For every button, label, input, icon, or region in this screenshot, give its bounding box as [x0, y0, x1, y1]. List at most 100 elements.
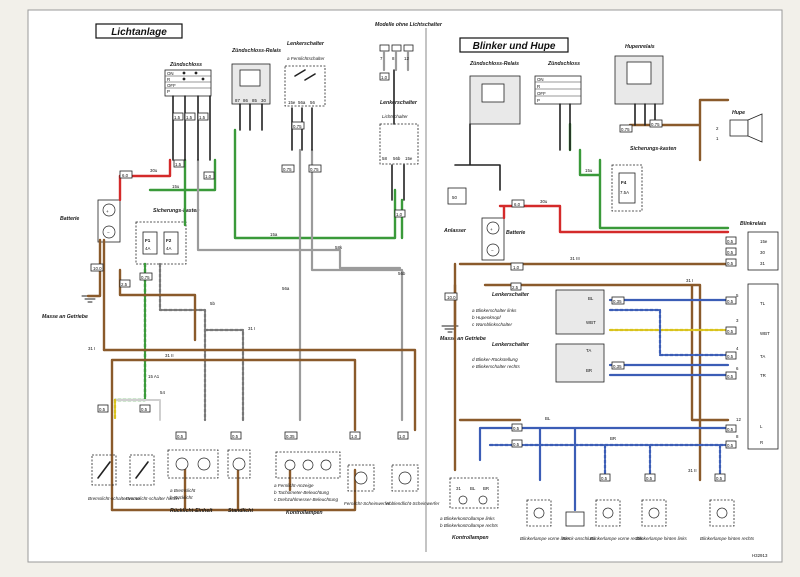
label-modelle: Modelle ohne Lichtschalter: [375, 22, 443, 28]
svg-text:58: 58: [382, 156, 387, 161]
svg-text:WBT: WBT: [586, 320, 596, 325]
blinkrelais: 15e 30 31 TL WBT TA TR L R: [747, 231, 779, 450]
svg-text:15u: 15u: [585, 168, 593, 173]
bremslicht-hinten: Bremslicht-schalter hinten: [126, 454, 179, 501]
label-kontrolllampen-left: Kontrollampen: [286, 510, 323, 516]
svg-text:86: 86: [243, 98, 248, 103]
svg-text:OFF: OFF: [537, 91, 546, 96]
svg-text:TR: TR: [760, 373, 766, 378]
batterie-left: + −: [97, 199, 121, 243]
svg-text:BR: BR: [586, 368, 592, 373]
svg-text:0.75: 0.75: [283, 167, 292, 172]
svg-text:31 I: 31 I: [88, 346, 95, 351]
lenkerschalter-fernlicht: 15e 56a 56: [284, 65, 326, 107]
svg-text:10.0: 10.0: [93, 266, 102, 271]
label-sicherungskasten-right: Sicherungs-kasten: [630, 146, 676, 152]
svg-text:Blinkerlampe vorne rechts: Blinkerlampe vorne rechts: [590, 536, 644, 541]
label-batterie-right: Batterie: [506, 230, 525, 236]
svg-text:0.35: 0.35: [613, 364, 622, 369]
svg-text:31: 31: [456, 486, 461, 491]
kontrolllampen-right: 31 BL BR a Blinkerkontrollampe links b B…: [440, 477, 499, 541]
svg-text:BR: BR: [610, 436, 616, 441]
svg-text:Blinkerlampe hinten rechts: Blinkerlampe hinten rechts: [700, 536, 755, 541]
svg-text:15e: 15e: [405, 156, 413, 161]
svg-text:4A: 4A: [145, 246, 150, 251]
svg-text:F4: F4: [621, 180, 627, 185]
svg-text:31 II: 31 II: [165, 353, 174, 358]
hupenrelais: [614, 55, 664, 105]
label-anlasser: Anlasser: [443, 228, 467, 234]
svg-text:31 I: 31 I: [686, 278, 693, 283]
svg-text:0.5: 0.5: [727, 250, 734, 255]
svg-text:58k: 58k: [335, 245, 343, 250]
svg-text:2: 2: [716, 126, 719, 131]
wire-56-grey: [298, 148, 404, 422]
svg-text:0.35: 0.35: [286, 434, 295, 439]
svg-text:1.0: 1.0: [396, 212, 403, 217]
svg-text:4: 4: [736, 346, 739, 351]
batterie-right: + −: [481, 217, 505, 261]
svg-text:1.5: 1.5: [186, 115, 193, 120]
label-batterie-left: Batterie: [60, 216, 79, 222]
svg-text:0.5: 0.5: [99, 407, 106, 412]
zuendschloss-relais: 87 86 85 30: [231, 63, 271, 105]
svg-text:12: 12: [404, 56, 409, 61]
svg-text:31 III: 31 III: [570, 256, 580, 261]
svg-text:a Blinkerschalter links: a Blinkerschalter links: [472, 308, 517, 313]
label-lenkerschalter2: Lenkerschalter: [380, 100, 418, 106]
svg-text:30u: 30u: [540, 199, 548, 204]
svg-text:0.5: 0.5: [727, 354, 734, 359]
svg-text:L: L: [760, 424, 763, 429]
svg-text:Blinkerlampe vorne links: Blinkerlampe vorne links: [520, 536, 570, 541]
svg-text:50: 50: [452, 195, 457, 200]
steckanschluss: Steck-anschluss: [562, 511, 596, 541]
lichtschalter: 58 56b 15e: [379, 123, 419, 165]
svg-text:BL: BL: [545, 416, 551, 421]
wire-5b-greydash: [158, 262, 207, 422]
svg-text:0.5: 0.5: [727, 374, 734, 379]
sheet-id: H32913: [752, 553, 768, 558]
svg-text:b Rücklicht: b Rücklicht: [170, 495, 193, 500]
wire-r-bluedash: [488, 443, 730, 482]
label-standlicht: Standlicht: [228, 508, 253, 514]
svg-text:5b: 5b: [210, 301, 215, 306]
svg-text:R: R: [167, 77, 170, 82]
svg-text:b Blinkerkontrollampe rechts: b Blinkerkontrollampe rechts: [440, 523, 499, 528]
wire-30-red: [524, 204, 730, 234]
svg-text:0.5: 0.5: [716, 476, 723, 481]
svg-text:OFF: OFF: [167, 83, 176, 88]
svg-text:85: 85: [252, 98, 257, 103]
svg-text:TA: TA: [586, 348, 591, 353]
title-blinker-hupe: Blinker und Hupe: [473, 41, 556, 52]
sicherungskasten-right: F4 7.5A: [611, 164, 643, 212]
svg-text:3: 3: [736, 318, 739, 323]
svg-text:0.75: 0.75: [651, 122, 660, 127]
svg-text:Steck-anschluss: Steck-anschluss: [562, 536, 596, 541]
wire-size-tags-right: 6.0 10.0 1.0 2.5 0.5 0.5 0.5 0.5 0.5 0.5…: [444, 119, 737, 482]
label-abblend: Abblendlicht-Scheinwerfer: [385, 501, 440, 506]
svg-text:0.75: 0.75: [141, 275, 150, 280]
svg-text:e Blinkerschalter rechts: e Blinkerschalter rechts: [472, 364, 520, 369]
svg-text:a Bremslicht: a Bremslicht: [170, 488, 196, 493]
svg-text:F1: F1: [145, 238, 151, 243]
anlasser: 50: [447, 187, 467, 205]
blinker-hinten-links: Blinkerlampe hinten links: [636, 499, 688, 541]
svg-text:1.5: 1.5: [175, 162, 182, 167]
svg-text:15e: 15e: [288, 100, 296, 105]
label-bremslicht-hinten: Bremslicht-schalter hinten: [126, 496, 179, 501]
title-lichtanlage: Lichtanlage: [111, 27, 167, 38]
zuendschloss-switch: ON R OFF P: [164, 69, 212, 97]
svg-text:0.5: 0.5: [727, 329, 734, 334]
svg-text:6: 6: [736, 366, 739, 371]
svg-text:0.5: 0.5: [177, 434, 184, 439]
svg-text:6.0: 6.0: [122, 173, 129, 178]
label-hupenrelais: Hupenrelais: [625, 44, 655, 50]
wire-58k-grey: [196, 158, 402, 270]
svg-text:0.5: 0.5: [601, 476, 608, 481]
svg-text:15 A1: 15 A1: [148, 374, 160, 379]
label-bremslicht-vorne: Bremslicht-schalter vorne: [88, 496, 140, 501]
label-lenkerschalter-right-b: Lenkerschalter: [492, 342, 530, 348]
standlicht: Standlicht: [227, 449, 253, 514]
panel-blinker-hupe: Blinker und Hupe Zündschloss-Relais Zünd…: [440, 37, 779, 558]
svg-text:0.5: 0.5: [646, 476, 653, 481]
